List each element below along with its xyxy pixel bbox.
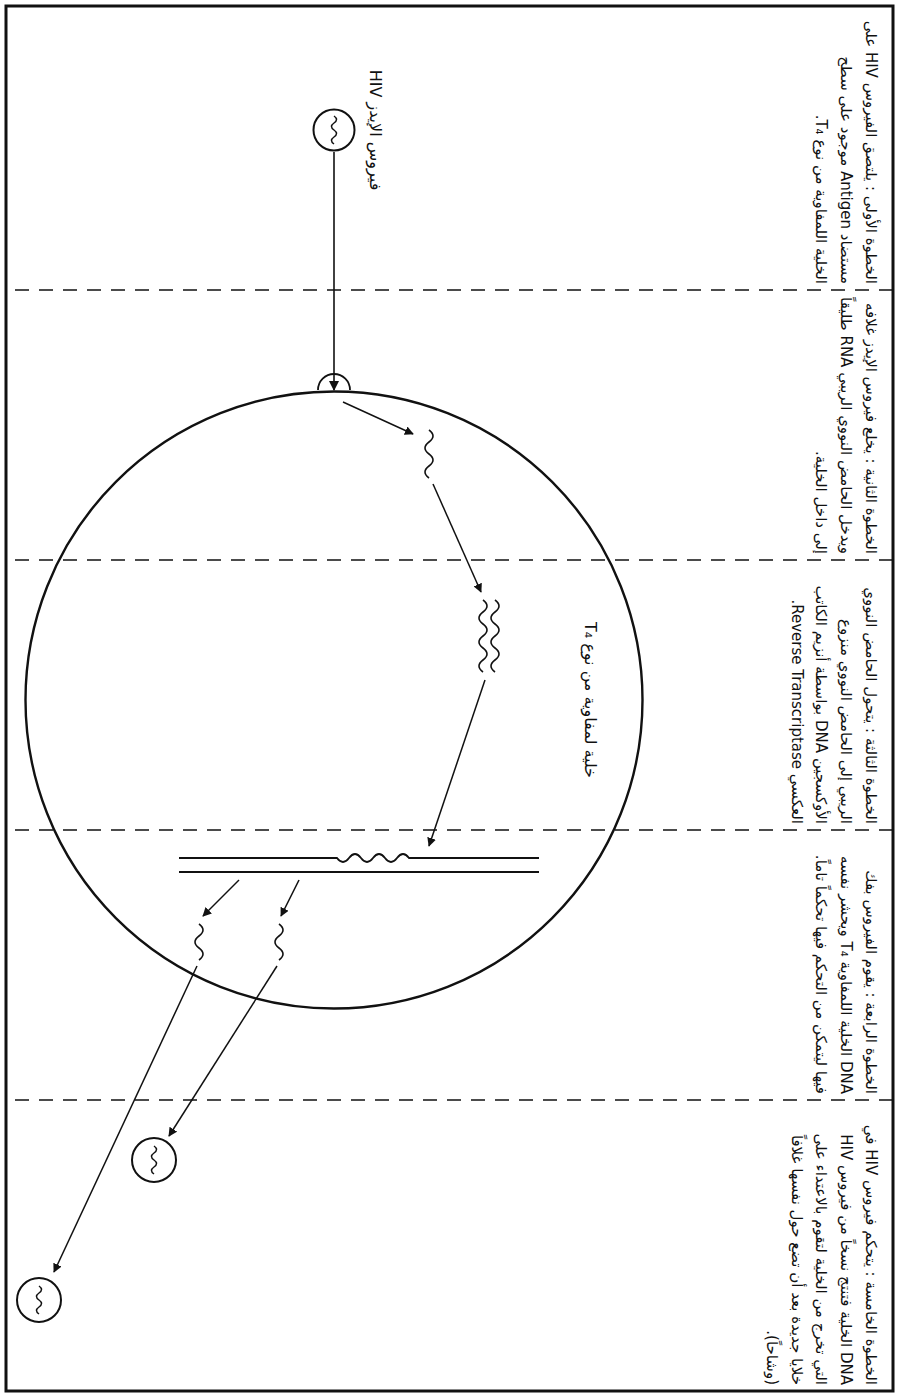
lymphocyte-cell: خلية لمفاوية من نوع T₄ [24,390,644,1010]
step-box: الخطوة الخامسة : يتحكم فيروس HIV في DNA … [759,1106,883,1385]
step-text: الخطوة الرابعة : يقوم الفيروس بفك DNA ال… [813,855,881,1094]
process-arrow [203,880,239,916]
process-arrow [54,966,197,1272]
step-divider [6,289,893,291]
new-virus [132,1138,176,1182]
cell-dna [179,871,539,873]
attach-arrow [333,152,335,390]
dna-strand [491,600,499,672]
node-outline [312,108,356,152]
step-text: الخطوة الثالثة : يتحول الحامض النووي الر… [788,585,880,824]
process-arrow [281,880,299,916]
step-text: الخطوة الثانية : يخلع فيروس الإيدز غلافه… [813,297,881,554]
step-text: الخطوة الأولى : يلتصق الفيروس HIV على مس… [813,21,881,284]
process-arrow [433,484,481,592]
rna-strand [425,430,433,478]
new-virus [17,1278,61,1322]
rna-copy [195,924,203,960]
step-divider [6,1099,893,1101]
cell-dna [179,854,539,862]
step-box: الخطوة الثانية : يخلع فيروس الإيدز غلافه… [809,296,883,554]
step-box: الخطوة الثالثة : يتحول الحامض النووي الر… [784,566,883,824]
step-text: الخطوة الخامسة : يتحكم فيروس HIV في DNA … [763,1125,880,1385]
step-box: الخطوة الرابعة : يقوم الفيروس بفك DNA ال… [809,836,883,1094]
process-arrow [343,402,413,434]
virus-particle: فيروس الإيدز HIV [312,108,356,152]
cell-label: خلية لمفاوية من نوع T₄ [581,390,600,1010]
virus-rna [152,1146,157,1174]
process-arrow [429,680,485,846]
node-outline [24,390,644,1010]
dna-strand [479,600,487,672]
page-frame [6,6,893,1391]
step-box: الخطوة الأولى : يلتصق الفيروس HIV على مس… [809,16,883,284]
rna-copy [275,924,283,960]
virus-label: فيروس الإيدز HIV [366,70,385,191]
step-divider [6,559,893,561]
outline-circle [26,392,643,1009]
virus-rna [37,1286,42,1314]
outline-circle [314,110,355,151]
step-divider [6,829,893,831]
virus-rna [332,116,337,144]
